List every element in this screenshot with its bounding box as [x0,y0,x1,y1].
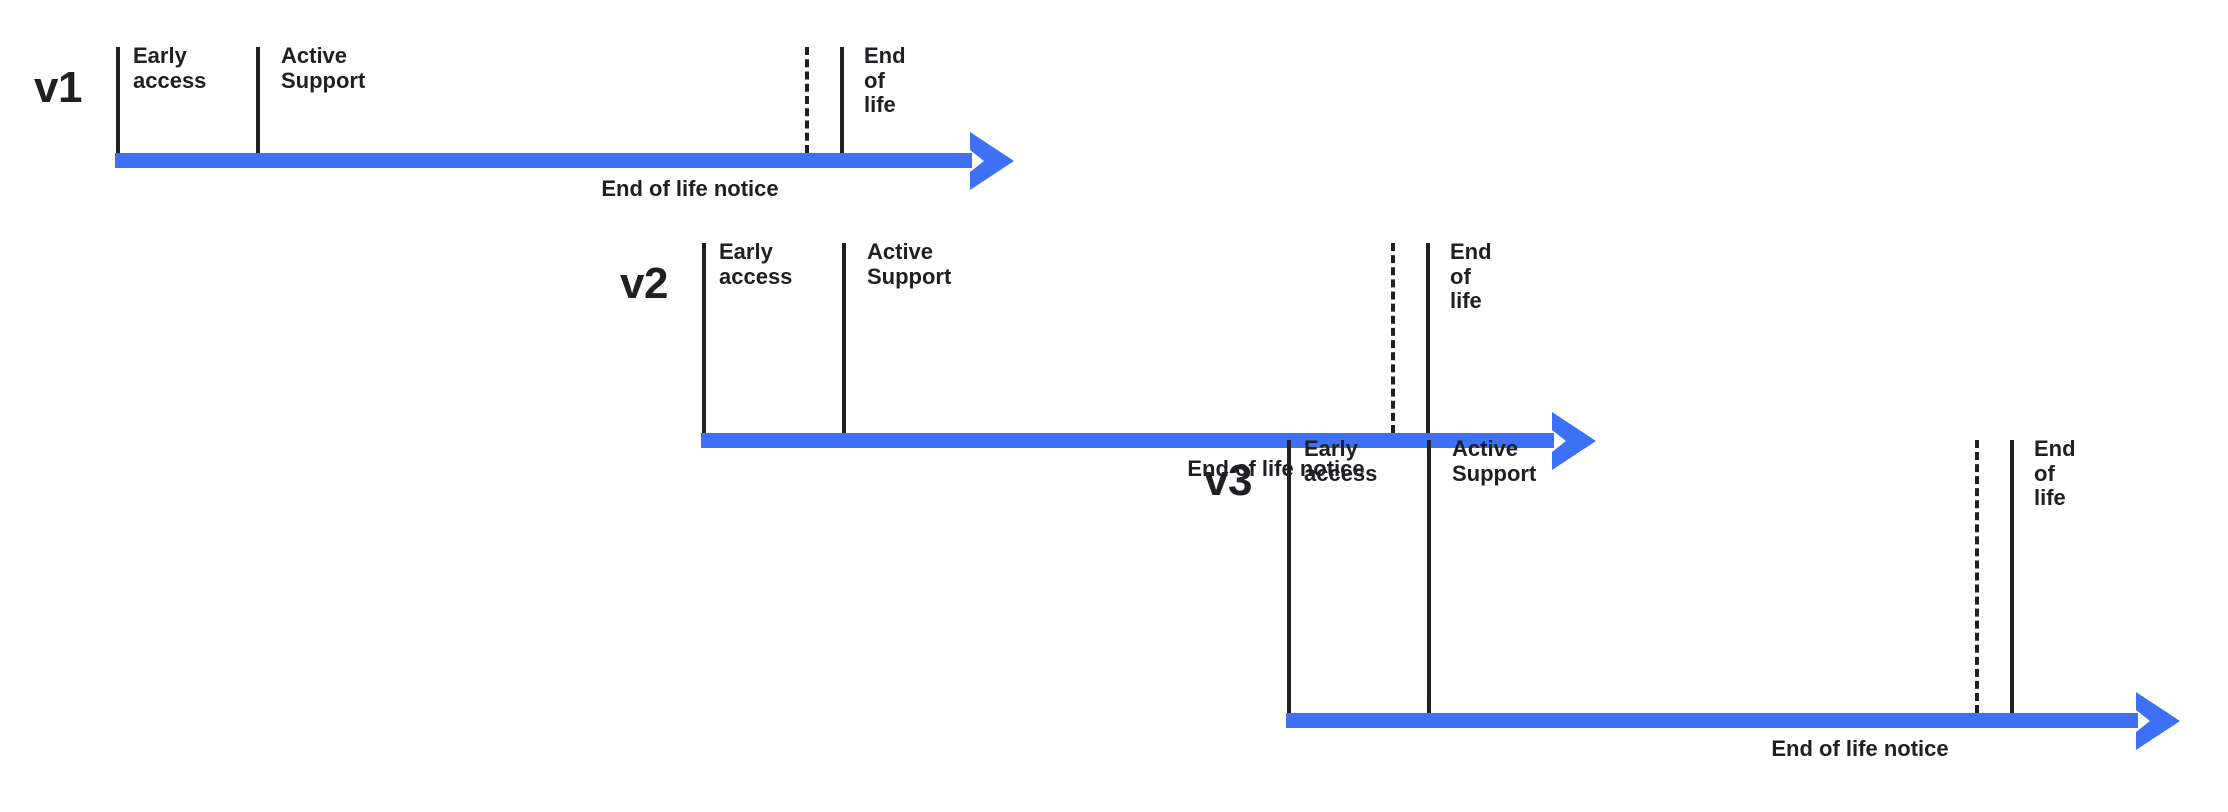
lifecycle-bar-v1 [115,153,972,168]
phase-label-3-v1: End of life [864,43,906,118]
phase-label-1-v3: Early access [1304,436,1378,486]
divider-active-support-start-v2 [842,243,846,433]
divider-active-support-start-v3 [1427,440,1431,713]
lifecycle-arrowhead-v2 [1550,408,1598,474]
divider-dashed-eol-notice-v3 [1975,440,1979,713]
phase-label-3-v3: End of life [2034,436,2076,511]
phase-label-3-v2: End of life [1450,239,1492,314]
eol-notice-label-v1: End of life notice [601,176,779,201]
lifecycle-bar-v3 [1286,713,2138,728]
divider-early-access-start-v3 [1287,440,1291,713]
phase-label-2-v2: Active Support [867,239,952,289]
version-label-v2: v2 [620,259,668,308]
lifecycle-arrowhead-v3 [2134,688,2182,754]
divider-end-of-life-start-v3 [2010,440,2014,713]
divider-end-of-life-start-v1 [840,47,844,153]
phase-label-1-v1: Early access [133,43,207,93]
divider-dashed-eol-notice-v1 [805,47,809,153]
phase-label-2-v1: Active Support [281,43,366,93]
version-label-v1: v1 [34,63,82,112]
lifecycle-arrowhead-v1 [968,128,1016,194]
eol-notice-label-v3: End of life notice [1771,736,1949,761]
version-label-v3: v3 [1204,456,1252,505]
phase-label-2-v3: Active Support [1452,436,1537,486]
divider-early-access-start-v1 [116,47,120,153]
divider-early-access-start-v2 [702,243,706,433]
lifecycle-bar-v2 [701,433,1554,448]
divider-end-of-life-start-v2 [1426,243,1430,433]
phase-label-1-v2: Early access [719,239,793,289]
eol-notice-label-v2: End of life notice [1187,456,1365,481]
divider-active-support-start-v1 [256,47,260,153]
divider-dashed-eol-notice-v2 [1391,243,1395,433]
